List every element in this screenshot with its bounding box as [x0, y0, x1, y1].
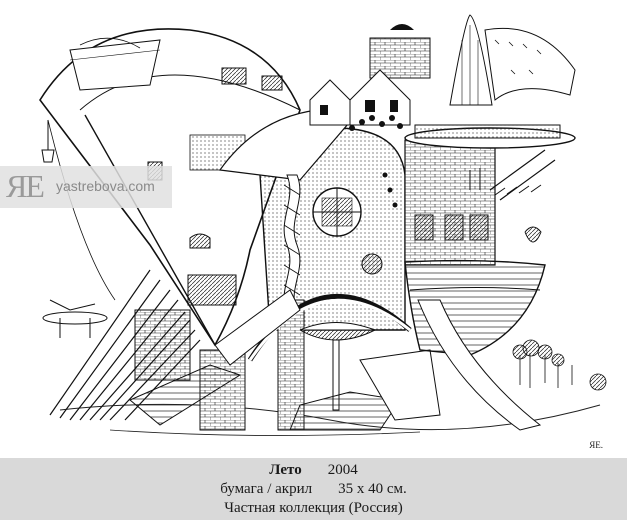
- watermark: ЯЕ yastrebova.com: [0, 166, 172, 208]
- caption-collection-line: Частная коллекция (Россия): [0, 499, 627, 518]
- ink-drawing: [39, 14, 607, 436]
- artwork-size: 35 х 40 см.: [338, 481, 407, 497]
- watermark-site: yastrebova.com: [56, 178, 155, 194]
- brick-tower: [404, 139, 496, 266]
- caption-medium-line: бумага / акрил 35 х 40 см.: [0, 480, 627, 499]
- artist-signature: ЯЕ.: [589, 440, 603, 450]
- watermark-logo: ЯЕ: [6, 168, 45, 204]
- artwork-collection: Частная коллекция (Россия): [224, 500, 403, 516]
- caption-title-line: Лето 2004: [0, 458, 627, 480]
- artwork-medium: бумага / акрил: [220, 481, 313, 497]
- artwork-year: 2004: [327, 462, 358, 478]
- artwork-title: Лето: [269, 462, 302, 478]
- caption-panel: Лето 2004 бумага / акрил 35 х 40 см. Частн…: [0, 458, 627, 520]
- artwork: ЯЕ yastrebova.com ЯЕ.: [0, 14, 607, 450]
